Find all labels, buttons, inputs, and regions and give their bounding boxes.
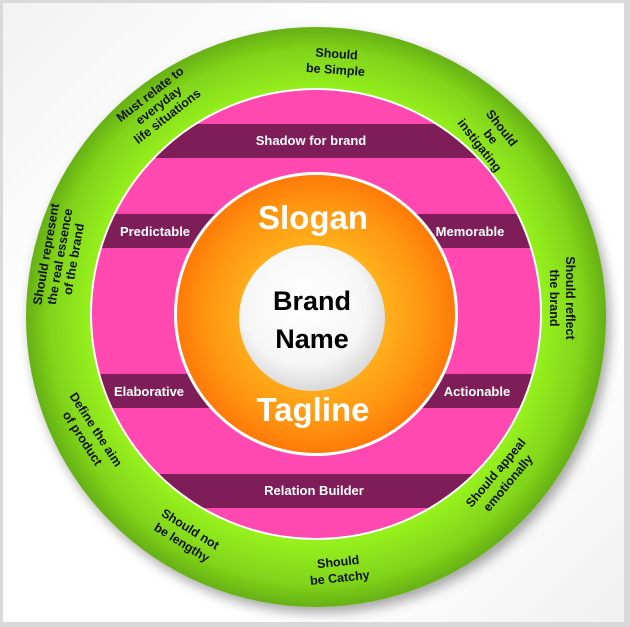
band-label-memorable: Memorable xyxy=(436,224,505,239)
core-circle xyxy=(239,245,385,391)
band-label-predictable: Predictable xyxy=(120,224,190,239)
band-label-elaborative: Elaborative xyxy=(114,384,184,399)
outer-item-should-reflect-the-brand: Should reflect the brand xyxy=(547,256,577,340)
slogan-label: Slogan xyxy=(258,199,368,236)
svg-text:Should: Should xyxy=(316,553,360,571)
svg-text:the brand: the brand xyxy=(547,270,561,327)
tagline-label: Tagline xyxy=(256,391,369,428)
svg-text:Should reflect: Should reflect xyxy=(563,256,577,340)
svg-text:be Catchy: be Catchy xyxy=(309,568,370,588)
svg-text:be Simple: be Simple xyxy=(306,61,366,79)
svg-text:Should: Should xyxy=(315,46,358,63)
outer-item-should-be-simple: Should be Simple xyxy=(306,46,366,79)
brand-name-line1: Brand xyxy=(273,286,351,316)
brand-name-line2: Name xyxy=(275,324,349,354)
band-label-top: Shadow for brand xyxy=(256,133,367,148)
band-label-relation-builder: Relation Builder xyxy=(264,483,364,498)
outer-item-should-be-catchy: Should be Catchy xyxy=(309,553,370,588)
band-label-actionable: Actionable xyxy=(444,384,510,399)
